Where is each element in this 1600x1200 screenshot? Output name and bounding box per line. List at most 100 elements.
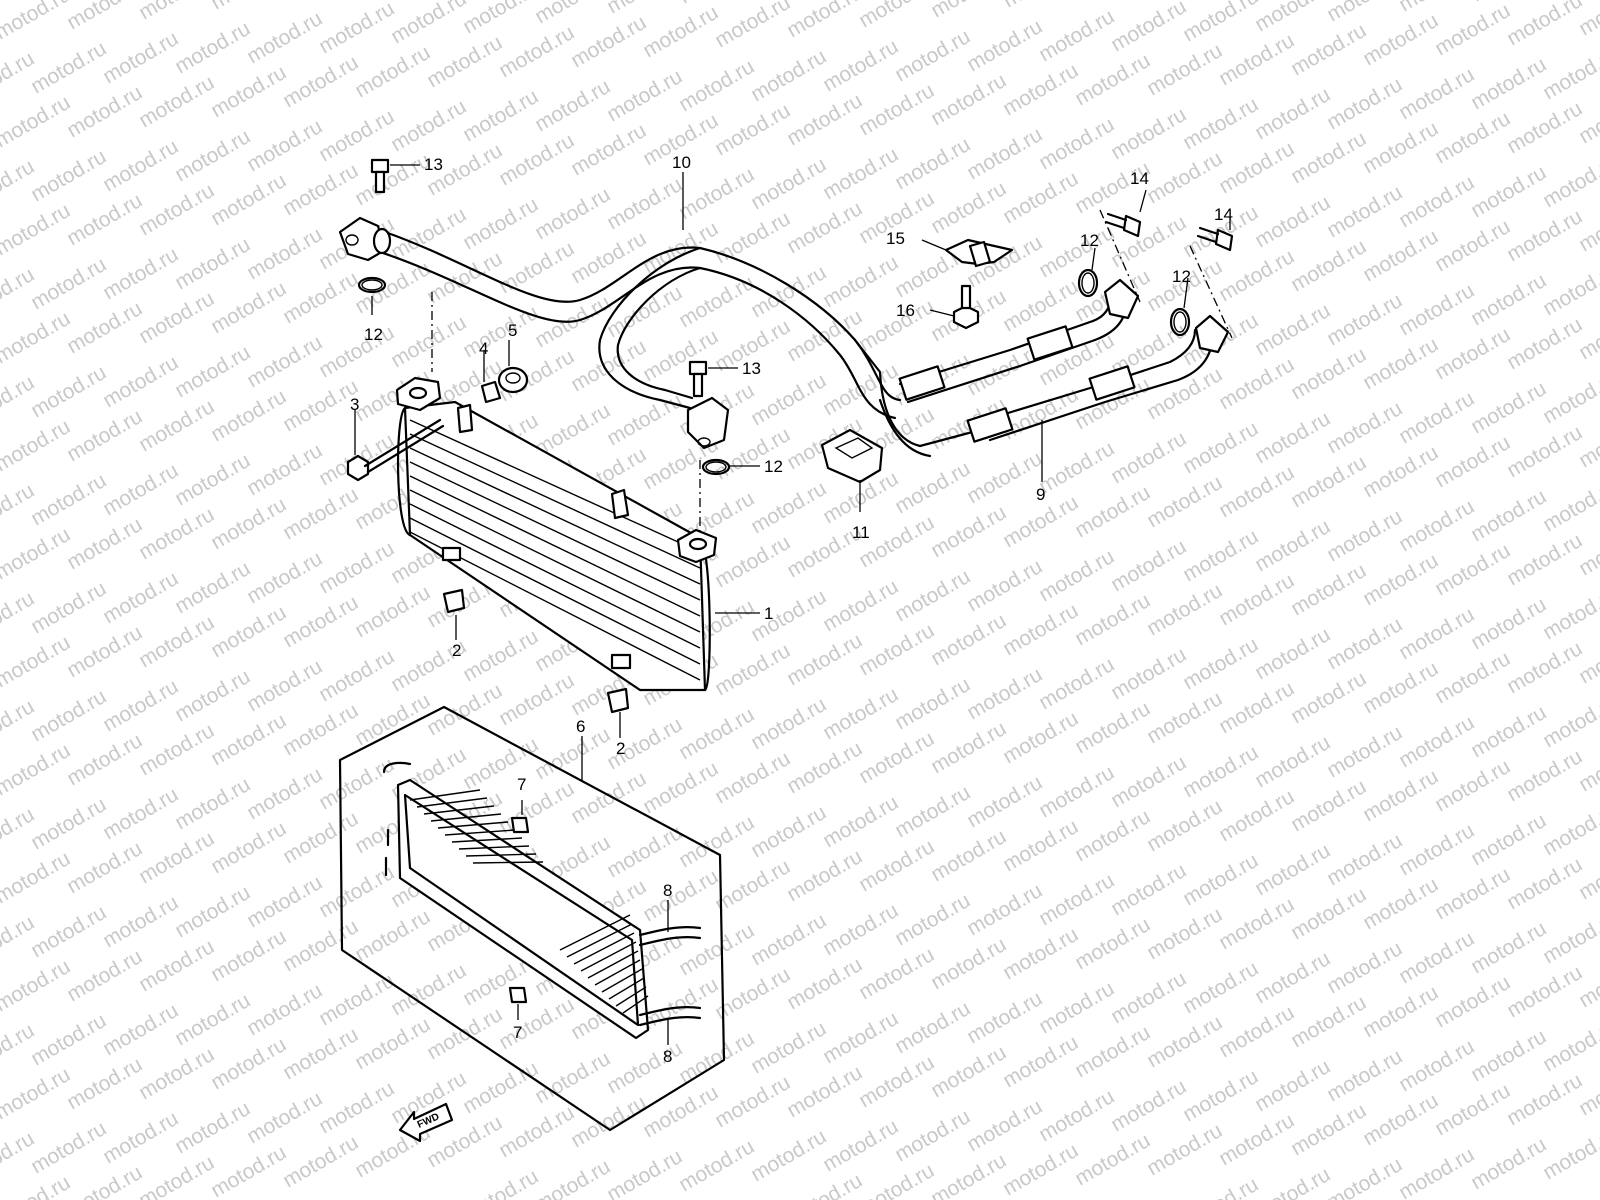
watermark-text: motod.ru xyxy=(1107,0,1190,56)
watermark-text: motod.ru xyxy=(351,689,434,750)
watermark-text: motod.ru xyxy=(1323,721,1406,782)
watermark-text: motod.ru xyxy=(1179,417,1262,478)
callout-12c: 12 xyxy=(1080,231,1099,250)
watermark-text: motod.ru xyxy=(1215,461,1298,522)
watermark-text: motod.ru xyxy=(27,901,110,962)
watermark-text: motod.ru xyxy=(567,335,650,396)
watermark-text: motod.ru xyxy=(135,395,218,456)
watermark-text: motod.ru xyxy=(1359,657,1442,718)
watermark-text: motod.ru xyxy=(639,757,722,818)
watermark-text: motod.ru xyxy=(747,45,830,106)
watermark-text: motod.ru xyxy=(315,0,398,58)
watermark-text: motod.ru xyxy=(171,125,254,186)
watermark-text: motod.ru xyxy=(819,35,902,96)
watermark-text: motod.ru xyxy=(1431,323,1514,384)
watermark-text: motod.ru xyxy=(27,361,110,422)
watermark-text: motod.ru xyxy=(891,565,974,626)
watermark-text: motod.ru xyxy=(711,207,794,268)
watermark-text: motod.ru xyxy=(1323,1045,1406,1106)
callout-10: 10 xyxy=(672,153,691,172)
callout-13b: 13 xyxy=(742,359,761,378)
watermark-text: motod.ru xyxy=(171,233,254,294)
watermark-text: motod.ru xyxy=(639,973,722,1034)
watermark-text: motod.ru xyxy=(243,655,326,716)
watermark-text: motod.ru xyxy=(819,683,902,744)
watermark-text: motod.ru xyxy=(63,1053,146,1114)
watermark-text: motod.ru xyxy=(63,81,146,142)
mesh-strand xyxy=(416,797,488,808)
watermark-text: motod.ru xyxy=(279,0,362,4)
watermark-text: motod.ru xyxy=(1503,97,1586,158)
watermark-text: motod.ru xyxy=(1287,667,1370,728)
watermark-text: motod.ru xyxy=(1503,745,1586,806)
cooler-fin-row xyxy=(409,503,701,649)
watermark-text: motod.ru xyxy=(1215,893,1298,954)
watermark-text: motod.ru xyxy=(1107,751,1190,812)
watermark-text: motod.ru xyxy=(1395,279,1478,340)
cooler-fin-row xyxy=(409,461,701,601)
watermark-text: motod.ru xyxy=(531,183,614,244)
watermark-text: motod.ru xyxy=(1143,795,1226,856)
watermark-text: motod.ru xyxy=(63,513,146,574)
mesh-strand xyxy=(472,861,544,864)
mesh-strand xyxy=(580,941,637,972)
watermark-text: motod.ru xyxy=(279,267,362,328)
watermark-text: motod.ru xyxy=(855,0,938,32)
watermark-text: motod.ru xyxy=(207,601,290,662)
watermark-text: motod.ru xyxy=(243,763,326,824)
watermark-text: motod.ru xyxy=(819,899,902,960)
watermark-text: motod.ru xyxy=(675,811,758,872)
watermark-text: motod.ru xyxy=(819,1007,902,1068)
watermark-text: motod.ru xyxy=(1359,9,1442,70)
watermark-text: motod.ru xyxy=(1287,19,1370,80)
mesh-strand xyxy=(601,968,643,993)
watermark-text: motod.ru xyxy=(1395,819,1478,880)
watermark-text: motod.ru xyxy=(1503,0,1586,50)
watermark-text: motod.ru xyxy=(747,693,830,754)
watermark-text: motod.ru xyxy=(927,1041,1010,1102)
watermark-text: motod.ru xyxy=(1071,805,1154,866)
watermark-text: motod.ru xyxy=(999,1139,1082,1200)
watermark-text: motod.ru xyxy=(567,1091,650,1152)
watermark-text: motod.ru xyxy=(1287,451,1370,512)
watermark-text: motod.ru xyxy=(819,575,902,636)
watermark-text: motod.ru xyxy=(1359,441,1442,502)
watermark-text: motod.ru xyxy=(1503,637,1586,698)
watermark-text: motod.ru xyxy=(135,935,218,996)
watermark-text: motod.ru xyxy=(1467,269,1550,330)
watermark-text: motod.ru xyxy=(1215,353,1298,414)
callout-16: 16 xyxy=(896,301,915,320)
watermark-text: motod.ru xyxy=(243,1087,326,1148)
watermark-text: motod.ru xyxy=(927,501,1010,562)
watermark-text: motod.ru xyxy=(531,1155,614,1200)
watermark-text: motod.ru xyxy=(1287,991,1370,1052)
watermark-text: motod.ru xyxy=(1431,1079,1514,1140)
watermark-text: motod.ru xyxy=(171,557,254,618)
watermark-text: motod.ru xyxy=(315,321,398,382)
watermark-text: motod.ru xyxy=(1287,235,1370,296)
watermark-text: motod.ru xyxy=(99,891,182,952)
watermark-text: motod.ru xyxy=(1359,117,1442,178)
watermark-text: motod.ru xyxy=(1503,853,1586,914)
watermark-text: motod.ru xyxy=(1467,1133,1550,1194)
watermark-text: motod.ru xyxy=(1359,333,1442,394)
watermark-text: motod.ru xyxy=(135,179,218,240)
watermark-text: motod.ru xyxy=(63,297,146,358)
watermark-text: motod.ru xyxy=(1467,53,1550,114)
watermark-text: motod.ru xyxy=(567,227,650,288)
watermark-text: motod.ru xyxy=(1467,0,1550,6)
watermark-text: motod.ru xyxy=(819,251,902,312)
watermark-text: motod.ru xyxy=(495,669,578,730)
watermark-text: motod.ru xyxy=(747,909,830,970)
watermark-text: motod.ru xyxy=(279,51,362,112)
watermark-text: motod.ru xyxy=(459,85,542,146)
watermark-text: motod.ru xyxy=(207,169,290,230)
watermark-text: motod.ru xyxy=(1035,5,1118,66)
watermark-text: motod.ru xyxy=(1071,1129,1154,1190)
watermark-text: motod.ru xyxy=(1395,1035,1478,1096)
watermark-text: motod.ru xyxy=(495,129,578,190)
callout-12d: 12 xyxy=(1172,267,1191,286)
watermark-text: motod.ru xyxy=(963,771,1046,832)
